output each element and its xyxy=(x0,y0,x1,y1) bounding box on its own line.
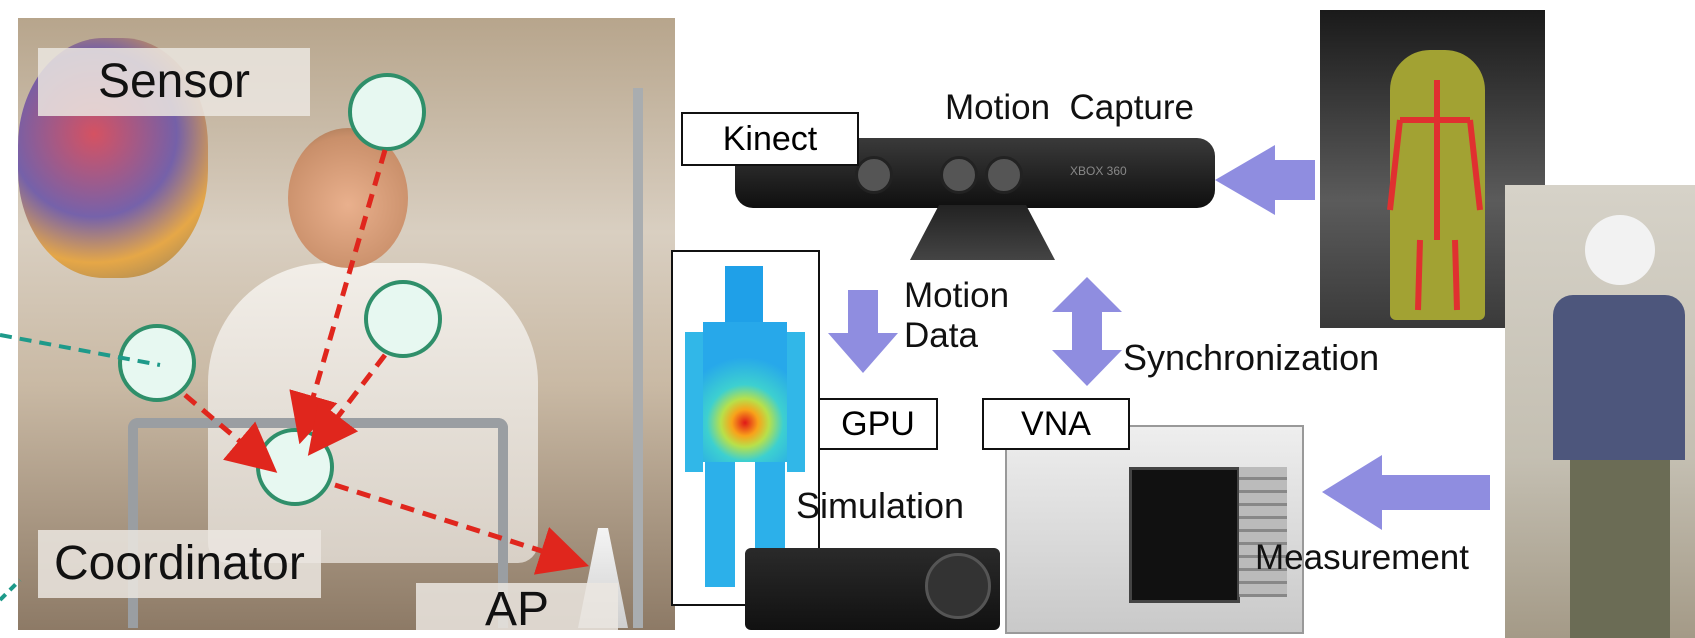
vna-instrument-image xyxy=(1005,425,1304,634)
sensor-node-head xyxy=(348,73,426,151)
model-arm-left xyxy=(685,332,703,472)
arrow-to-kinect xyxy=(1215,145,1315,215)
patient-head xyxy=(288,128,408,268)
measurement-label: Measurement xyxy=(1255,538,1469,577)
vna-screen xyxy=(1129,467,1240,603)
synchronization-label: Synchronization xyxy=(1123,337,1380,378)
gpu-card-image xyxy=(745,548,1000,630)
person-legs xyxy=(1570,460,1670,638)
simulation-model-frame xyxy=(671,250,820,606)
model-head xyxy=(725,266,763,328)
simulation-label: Simulation xyxy=(796,485,965,526)
vna-keypad xyxy=(1239,467,1287,597)
kinect-lens-2 xyxy=(940,156,978,194)
teal-dashed-link-bottom xyxy=(0,578,22,602)
model-arm-right xyxy=(787,332,805,472)
person-torso xyxy=(1553,295,1685,460)
arrow-measurement xyxy=(1322,455,1490,530)
model-leg-left xyxy=(705,462,735,587)
motion-capture-label: Motion Capture xyxy=(945,88,1195,127)
kinect-lens-3 xyxy=(985,156,1023,194)
kinect-brand-text: XBOX 360 xyxy=(1070,164,1127,178)
person-face-mask xyxy=(1585,215,1655,285)
motion-data-label: Motion Data xyxy=(904,276,1010,355)
model-torso xyxy=(703,322,787,462)
coordinator-label: Coordinator xyxy=(38,530,321,598)
link-head-coordinator xyxy=(289,149,388,445)
teal-dashed-link xyxy=(0,333,161,367)
hospital-photo: Sensor Coordinator AP xyxy=(18,18,675,630)
sensor-node-chest xyxy=(364,280,442,358)
measurement-person-photo xyxy=(1505,185,1695,638)
arrow-synchronization xyxy=(1052,277,1122,386)
arrow-motion-data xyxy=(828,290,898,373)
kinect-lens-1 xyxy=(855,156,893,194)
vna-label-box: VNA xyxy=(982,398,1130,450)
kinect-label-box: Kinect xyxy=(681,112,859,166)
skeleton-lines xyxy=(1387,80,1483,311)
gpu-fan xyxy=(925,553,991,619)
iv-pole xyxy=(633,88,643,628)
ap-label: AP xyxy=(416,583,618,630)
sensor-label: Sensor xyxy=(38,48,310,116)
link-coordinator-ap xyxy=(334,482,590,575)
link-arm-coordinator xyxy=(183,393,278,473)
sensor-node-arm xyxy=(118,324,196,402)
link-chest-coordinator xyxy=(307,353,387,456)
gpu-label-box: GPU xyxy=(818,398,938,450)
